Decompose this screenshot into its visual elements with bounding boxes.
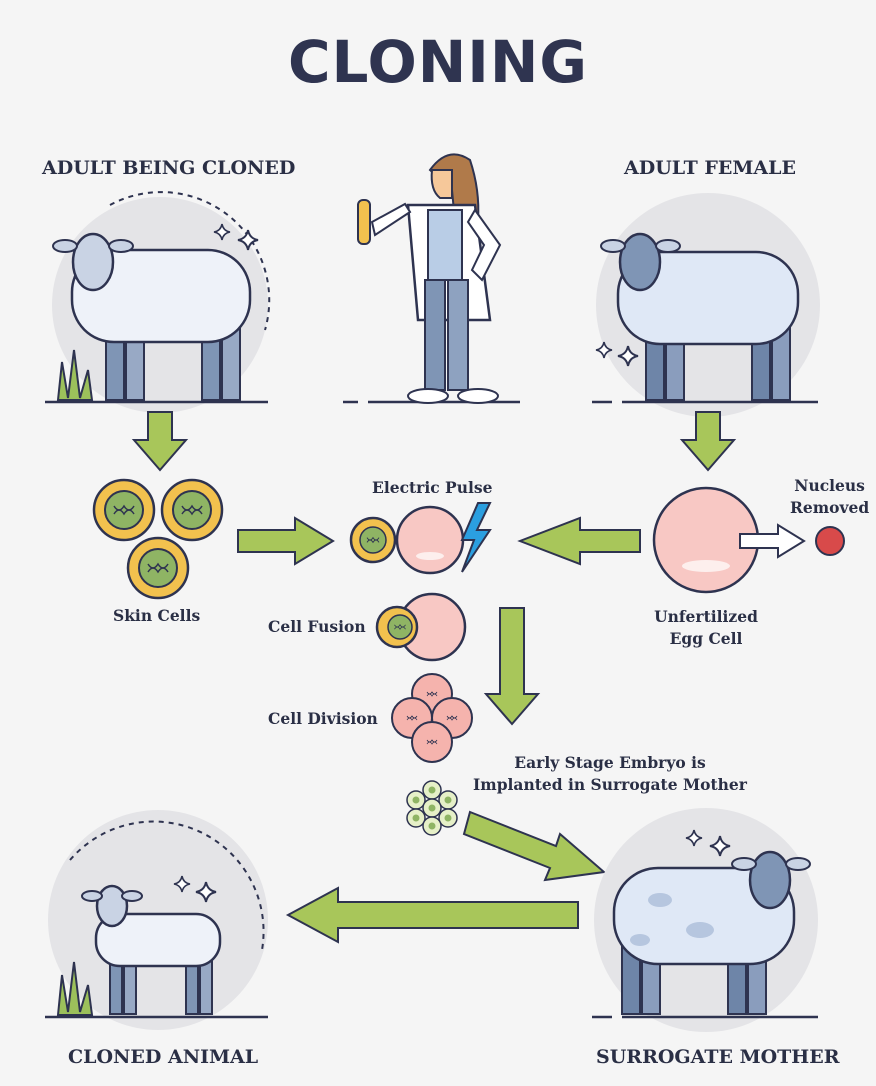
page-title: CLONING — [0, 28, 876, 96]
label-electric-pulse: Electric Pulse — [372, 478, 492, 497]
label-surrogate-mother: SURROGATE MOTHER — [596, 1046, 840, 1068]
skin-cells — [94, 480, 222, 598]
label-cell-fusion: Cell Fusion — [268, 617, 366, 636]
label-nucleus-removed: Nucleus Removed — [790, 475, 869, 519]
arrow-diagonal-to-surrogate — [464, 812, 604, 880]
arrow-down-right — [682, 412, 734, 470]
label-adult-being-cloned: ADULT BEING CLONED — [42, 157, 295, 179]
arrow-right-to-fusion — [238, 518, 333, 564]
label-cell-division: Cell Division — [268, 709, 378, 728]
scientist-illustration — [343, 154, 520, 403]
label-cloned-animal: CLONED ANIMAL — [68, 1046, 258, 1068]
arrow-left-to-clone — [288, 888, 578, 942]
label-unfertilized-egg-cell: Unfertilized Egg Cell — [646, 606, 766, 650]
cell-fusion-graphic — [377, 594, 465, 660]
adult-being-cloned-scene — [45, 192, 269, 413]
arrow-down-left — [134, 412, 186, 470]
embryo-cluster — [407, 781, 457, 835]
arrow-down-center — [486, 608, 538, 724]
surrogate-mother-scene — [592, 808, 818, 1032]
electric-pulse-cells — [351, 503, 490, 573]
cloned-animal-scene — [45, 810, 268, 1030]
arrow-left-from-egg — [520, 518, 640, 564]
label-adult-female: ADULT FEMALE — [624, 157, 796, 179]
cell-division-graphic — [392, 674, 472, 762]
label-skin-cells: Skin Cells — [113, 606, 200, 625]
label-embryo-implanted: Early Stage Embryo is Implanted in Surro… — [470, 752, 750, 796]
adult-female-scene — [592, 193, 820, 417]
